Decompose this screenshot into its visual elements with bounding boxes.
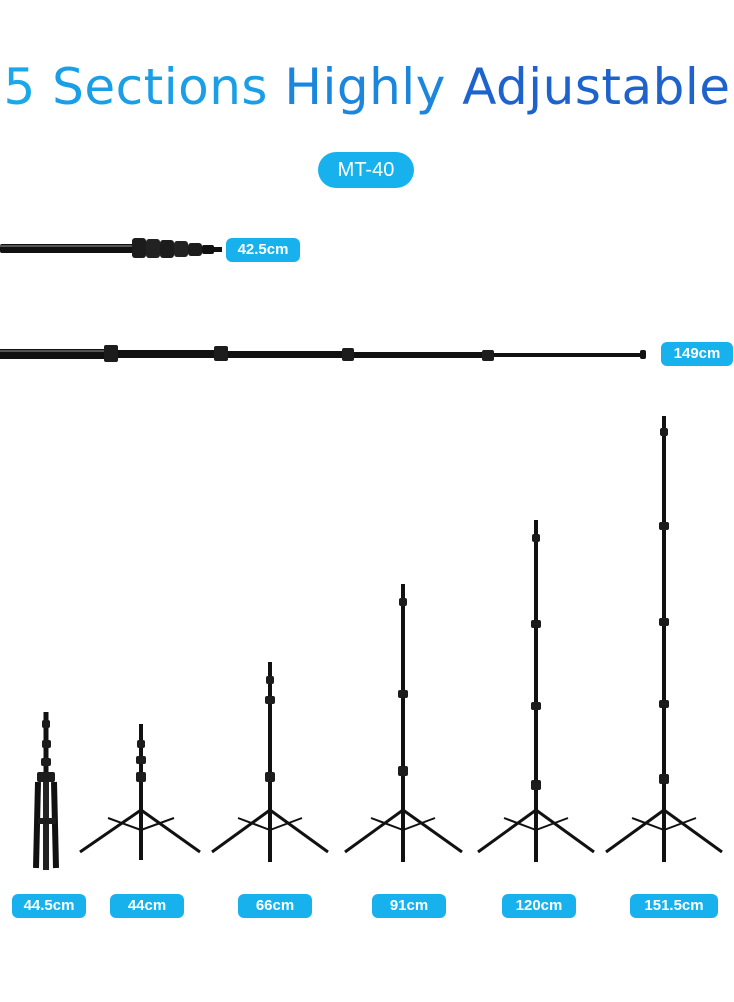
model-badge: MT-40 [318,152,414,188]
stand-length-badge: 66cm [238,894,312,918]
title-number: 5 [3,58,36,116]
stand-151 [605,416,723,862]
stand-length-badge: 151.5cm [630,894,718,918]
extended-pole [0,345,646,362]
stand-length-badge: 44cm [110,894,184,918]
stand-66 [211,662,329,862]
stand-44 [79,724,201,860]
stand-91 [344,584,463,862]
pole-extended-length-badge: 149cm [661,342,733,366]
title-word-highly: Highly [284,58,446,116]
title-word-sections: Sections [52,58,268,116]
title-word-adjustable: Adjustable [462,58,731,116]
stand-120 [477,520,595,862]
stand-length-badge: 44.5cm [12,894,86,918]
page-title: 5 Sections Highly Adjustable [0,62,734,112]
stand-folded [33,712,59,870]
pole-collapsed-length-badge: 42.5cm [226,238,300,262]
stand-length-badge: 91cm [372,894,446,918]
stand-length-badge: 120cm [502,894,576,918]
collapsed-pole [0,238,222,258]
